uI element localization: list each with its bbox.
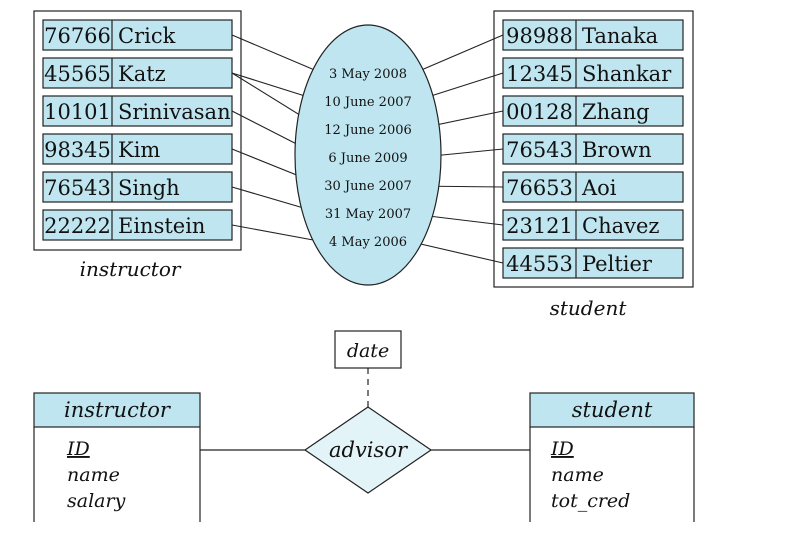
instructor-id: 10101 [44, 100, 111, 124]
instructor-record: 76766 Crick [42, 19, 233, 51]
student-name: Zhang [582, 100, 650, 124]
student-record-box [502, 57, 684, 89]
student-id: 00128 [506, 100, 573, 124]
instructor-date-link [231, 224, 325, 243]
student-name: Tanaka [582, 24, 658, 48]
student-id: 98988 [506, 24, 573, 48]
student-id: 12345 [506, 62, 573, 86]
student-record: 44553 Peltier [502, 247, 684, 279]
student-record: 76653 Aoi [502, 171, 684, 203]
student-records: 98988 Tanaka 12345 Shankar 00128 Zhang 76543 Br… [502, 19, 684, 279]
instructor-name: Singh [118, 176, 180, 200]
advisor-date: 10 June 2007 [324, 95, 412, 110]
instructor-record-box [42, 133, 233, 165]
instructor-record: 98345 Kim [42, 133, 233, 165]
advisor-date: 4 May 2006 [329, 235, 407, 250]
instructor-name: Srinivasan [118, 100, 231, 124]
instructor-record: 22222 Einstein [42, 209, 233, 241]
student-record: 12345 Shankar [502, 57, 684, 89]
student-record: 00128 Zhang [502, 95, 684, 127]
advisor-label: advisor [329, 438, 409, 462]
date-student-link [411, 241, 504, 264]
advisor-diamond [303, 406, 433, 494]
student-record-box [502, 209, 684, 241]
student-record: 23121 Chavez [502, 209, 684, 241]
student-record: 98988 Tanaka [502, 19, 684, 51]
instructor-id: 98345 [44, 138, 111, 162]
student-id: 23121 [506, 214, 573, 238]
instructor-entity-header [33, 392, 201, 428]
student-id: 76653 [506, 176, 573, 200]
student-name: Peltier [582, 252, 653, 276]
advisor-date: 31 May 2007 [325, 207, 411, 222]
instructor-caption: instructor [80, 257, 182, 281]
instructor-entity: instructor ID name salary [33, 392, 201, 522]
instructor-record: 10101 Srinivasan [42, 95, 233, 127]
instructor-record: 76543 Singh [42, 171, 233, 203]
advisor-date: 30 June 2007 [324, 179, 412, 194]
instructor-date-link [231, 34, 325, 75]
student-record-box [502, 247, 684, 279]
student-attribute-tot-cred: tot_cred [551, 490, 630, 512]
student-record: 76543 Brown [502, 133, 684, 165]
student-caption: student [550, 296, 628, 320]
student-record-box [502, 95, 684, 127]
student-name: Aoi [581, 176, 617, 200]
student-entity: student ID name tot_cred [529, 392, 695, 522]
advisor-dates: 3 May 2008 10 June 2007 12 June 2006 6 June… [324, 67, 412, 250]
student-name: Shankar [582, 62, 672, 86]
student-entity-header [529, 392, 695, 428]
instructor-record-box [42, 95, 233, 127]
advisor-relationship-set [294, 24, 442, 286]
instructor-key-attribute: ID [66, 438, 90, 460]
instructor-name: Crick [118, 24, 176, 48]
student-key-attribute: ID [550, 438, 574, 460]
date-attribute-box [334, 330, 402, 369]
instructor-record: 45565 Katz [42, 57, 233, 89]
instructor-attribute-salary: salary [67, 490, 126, 512]
instructor-record-box [42, 19, 233, 51]
er-diagram: date advisor instructor ID name salary s… [33, 330, 695, 522]
instructor-id: 22222 [44, 214, 111, 238]
instructor-record-box [42, 171, 233, 203]
student-attribute-name: name [551, 464, 604, 486]
instance-diagram: 3 May 2008 10 June 2007 12 June 2006 6 June… [33, 10, 694, 320]
student-record-box [502, 171, 684, 203]
instructor-entity-title: instructor [64, 398, 172, 422]
advisor-date: 6 June 2009 [328, 151, 407, 166]
student-id: 76543 [506, 138, 573, 162]
instructor-name: Kim [118, 138, 160, 162]
advisor-date: 12 June 2006 [324, 123, 412, 138]
student-name: Chavez [582, 214, 659, 238]
student-entity-title: student [572, 398, 653, 422]
instructor-record-box [42, 57, 233, 89]
instructor-id: 76543 [44, 176, 111, 200]
student-name: Brown [582, 138, 652, 162]
advisor-date: 3 May 2008 [329, 67, 407, 82]
instructor-record-box [42, 209, 233, 241]
student-record-box [502, 19, 684, 51]
student-id: 44553 [506, 252, 573, 276]
date-student-link [411, 34, 504, 75]
instructor-name: Einstein [118, 214, 205, 238]
instructor-attribute-name: name [67, 464, 120, 486]
date-attribute-label: date [347, 340, 389, 362]
instructor-id: 45565 [44, 62, 111, 86]
student-record-box [502, 133, 684, 165]
instructor-id: 76766 [44, 24, 111, 48]
instructor-name: Katz [118, 62, 166, 86]
instructor-records: 76766 Crick 45565 Katz 10101 Srinivasan 98345 K… [42, 19, 233, 241]
